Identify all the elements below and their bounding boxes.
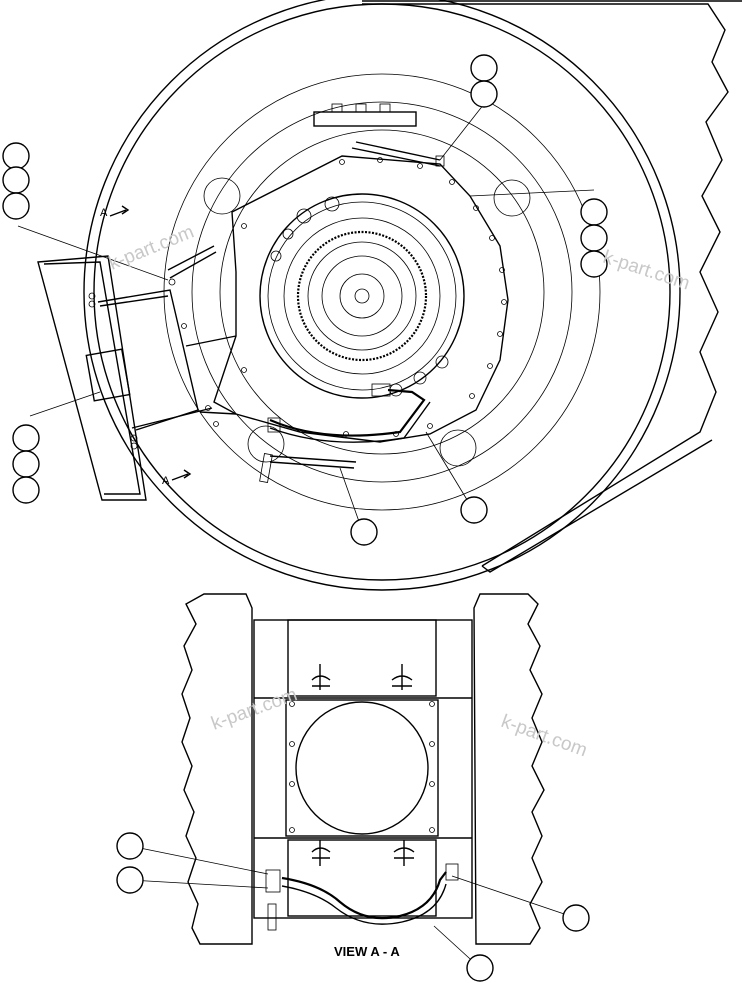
bracket-stud <box>355 103 367 113</box>
right-track-edge <box>473 593 545 945</box>
hose-a-edge <box>269 401 431 443</box>
callout-bubble <box>350 518 378 546</box>
section-mark-upper: A <box>100 205 130 219</box>
top-bracket <box>313 111 417 127</box>
hose-b <box>269 461 355 469</box>
drum-ring <box>283 217 441 375</box>
box-bolt <box>205 405 211 411</box>
housing-flange <box>213 155 509 443</box>
outer-ring-inner <box>93 3 671 581</box>
tube-fitting <box>435 155 445 167</box>
upper-plate <box>287 619 437 697</box>
callout-bubble <box>470 54 498 82</box>
hose-a <box>269 388 426 437</box>
watermark: k-part.com <box>600 247 692 295</box>
callout-bubble <box>470 80 498 108</box>
clamp-upper-left <box>311 664 331 690</box>
section-mark-lower: A <box>162 469 192 487</box>
tube-fitting <box>168 278 176 286</box>
drum-ring <box>307 241 417 351</box>
callout-bubble <box>2 192 30 220</box>
watermark: k-part.com <box>498 711 590 761</box>
frame-break-edge <box>362 3 729 567</box>
watermark: k-part.com <box>106 222 197 275</box>
callout-bubble <box>12 476 40 504</box>
clamp-upper-right <box>391 664 413 690</box>
top-view: A A <box>2 0 742 591</box>
callout-bubble <box>116 866 144 894</box>
hose-fitting-right <box>445 863 459 881</box>
callout-bubble <box>12 450 40 478</box>
drum-outer <box>259 193 465 399</box>
callout-bubble <box>116 832 144 860</box>
box-bolt <box>88 292 96 300</box>
drum-ring <box>267 201 457 391</box>
section-view-a-a: VIEW A - A k-part.com k-part.com <box>116 593 590 982</box>
bracket-stud <box>331 103 343 113</box>
hose-view-a-edge <box>281 883 447 925</box>
ring-3 <box>163 73 601 511</box>
section-label: A <box>162 475 170 487</box>
upper-box-tube <box>169 251 217 279</box>
callout-group-left-lower <box>12 424 40 504</box>
flange-bolts <box>213 157 507 437</box>
callout-bubble <box>466 954 494 982</box>
callout-bubble <box>460 496 488 524</box>
box-bolt <box>130 434 138 442</box>
upper-tube <box>355 141 441 161</box>
upper-tube <box>351 147 441 167</box>
mount-lobe <box>203 177 241 215</box>
plate-bolts <box>289 701 435 833</box>
callout-bubble <box>12 424 40 452</box>
ring-4 <box>191 101 573 483</box>
outer-ring <box>83 0 681 591</box>
view-caption: VIEW A - A <box>334 944 400 959</box>
callout-bubble <box>580 198 608 226</box>
hose-fitting <box>267 417 281 433</box>
callout-bubble <box>580 224 608 252</box>
leader-lines <box>17 103 595 531</box>
callout-group-top <box>470 54 498 108</box>
mount-lobe <box>439 429 477 467</box>
bracket-stud <box>379 103 391 113</box>
hose-pipe-left <box>267 903 277 931</box>
drum-ring <box>339 273 385 319</box>
gearbox-housing <box>37 255 237 501</box>
callout-bubble <box>2 166 30 194</box>
frame-lower-edge <box>481 439 713 573</box>
frame-body <box>253 619 473 919</box>
callout-group-right <box>580 198 608 278</box>
clamp-lower-left <box>311 840 331 866</box>
hose-b <box>269 455 357 463</box>
hose-fitting <box>371 383 391 397</box>
center-plate <box>285 699 439 837</box>
mount-lobe <box>247 425 285 463</box>
ring-gear <box>296 230 428 362</box>
callout-bubble <box>562 904 590 932</box>
ring-5 <box>219 129 545 455</box>
drum-opening <box>295 701 429 835</box>
hose-fitting-left <box>265 869 281 893</box>
drum-center <box>354 288 370 304</box>
callout-bubble <box>580 250 608 278</box>
box-bolt <box>88 300 96 308</box>
hose-view-a <box>281 871 447 920</box>
callout-bubble <box>2 142 30 170</box>
mount-lobe <box>493 179 531 217</box>
left-track-edge <box>181 593 253 945</box>
callout-group-left-upper <box>2 142 30 220</box>
box-bolt <box>130 442 138 450</box>
hose-fitting <box>259 453 273 483</box>
upper-box-tube <box>167 245 215 271</box>
section-label: A <box>100 207 108 219</box>
box-bolt <box>181 323 187 329</box>
clamp-lower-right <box>393 840 415 866</box>
drum-ring <box>321 255 403 337</box>
